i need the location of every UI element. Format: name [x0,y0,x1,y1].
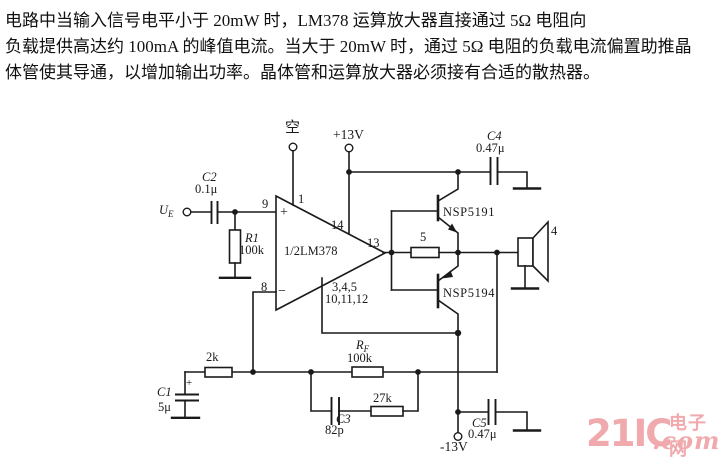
label-c4-name: C4 [487,129,502,143]
label-r5: 5 [420,230,427,244]
output-stage [382,210,549,373]
label-rf-sub: F [363,344,370,354]
label-c4-value: 0.47μ [476,141,505,155]
label-pin1: 1 [298,192,305,206]
label-opamp-part: 1/2LM378 [284,244,338,258]
transistor-q2 [390,251,459,434]
label-c1-polarity: + [186,377,193,389]
terminal-vee [453,432,463,442]
label-c5-name: C5 [472,416,487,430]
label-r27k: 27k [373,391,392,405]
label-pin8: 8 [261,280,268,294]
q2-emitter-arrow [441,270,453,279]
resistor-5ohm-body [410,246,440,259]
label-pin9: 9 [262,197,269,211]
negative-rail [453,399,542,442]
label-pin14: 14 [331,218,344,232]
label-rf-base: R [356,338,364,352]
paragraph-line-1: 电路中当输入信号电平小于 20mW 时，LM378 运算放大器直接通过 5Ω 电… [5,11,587,30]
label-c3-value: 82p [325,423,344,437]
paragraph-line-3: 体管使其导通，以增加输出功率。晶体管和运算放大器必须接有合适的散热器。 [5,63,600,82]
label-c2-value: 0.1μ [195,182,218,196]
terminal-vcc [344,143,354,153]
opamp-symbol [252,142,459,373]
label-c3-name: C3 [336,412,351,426]
capacitor-c2 [210,201,219,224]
feedback-network [170,366,498,425]
resistor-2k-body [204,366,233,378]
watermark-domain: .com [652,426,721,455]
label-vee: -13V [440,439,468,454]
watermark-site-cn: 电子网 [669,413,707,460]
label-c1-name: C1 [157,385,172,399]
label-r2k: 2k [206,350,219,364]
label-gnd-pins-1: 3,4,5 [332,280,357,294]
capacitor-c1 [175,393,199,402]
label-ue-base: U [159,203,169,217]
label-c2-name: C2 [202,170,217,184]
label-rf-name: RF [356,339,369,354]
label-ue-sub: E [168,209,174,219]
label-c1-value: 5μ [158,400,171,414]
resistor-27k-body [370,405,404,417]
label-pin13: 13 [367,236,380,250]
paragraph-line-2: 负载提供高达约 100mA 的峰值电流。当大于 20mW 时，通过 5Ω 电阻的… [5,37,692,56]
junction-dots [232,169,500,415]
label-ue: UE [159,204,174,219]
label-r1-value: 100k [239,243,264,257]
q1-emitter-arrow [448,223,457,233]
positive-rail [344,143,542,190]
speaker-cone [532,219,549,283]
label-opamp-plus: + [280,205,288,220]
label-r1-name: R1 [245,231,259,245]
label-q1: NSP5191 [443,205,496,219]
capacitor-c4 [489,157,499,185]
label-opamp-minus: − [278,284,286,299]
watermark-brand: 21IC [586,412,672,455]
terminal-nc [288,142,298,152]
label-vcc: +13V [333,127,364,142]
description-paragraph: 电路中当输入信号电平小于 20mW 时，LM378 运算放大器直接通过 5Ω 电… [5,8,721,86]
label-c5-value: 0.47μ [468,427,497,441]
terminal-ue [182,207,192,217]
transistor-q1 [390,171,459,253]
speaker-body [517,237,534,267]
label-rf-value: 100k [347,351,372,365]
label-nc: 空 [285,120,301,136]
label-q2: NSP5194 [443,286,496,300]
resistor-rf-body [351,366,384,378]
label-speaker-impedance: 4 [551,224,558,238]
label-gnd-pins-2: 10,11,12 [325,292,369,306]
capacitor-c5 [487,399,497,425]
input-wiring [182,201,277,279]
